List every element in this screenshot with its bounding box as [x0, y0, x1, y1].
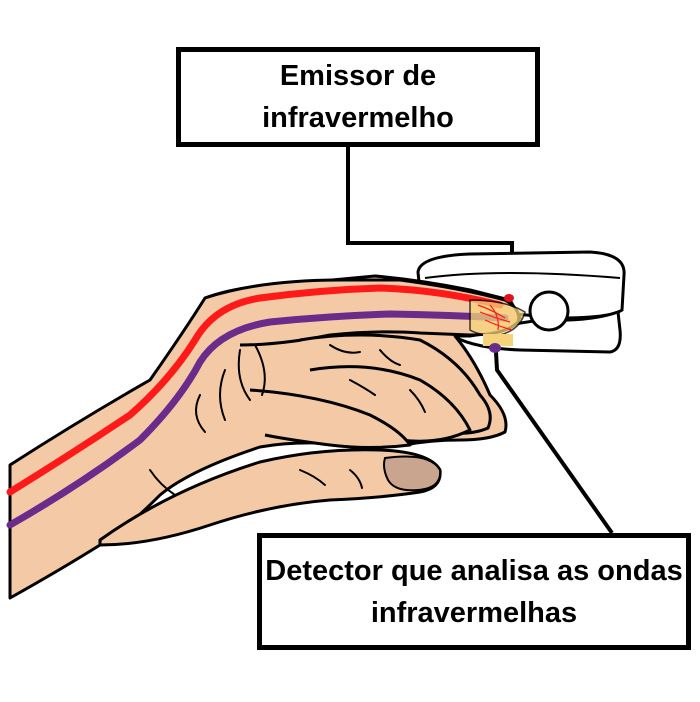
pinky-finger: [249, 388, 412, 449]
oximeter-upper-line: [424, 272, 621, 279]
oximeter-hinge-circle: [528, 290, 570, 332]
emitter-label-box: Emissor de infravermelho: [176, 47, 540, 147]
detector-label: Detector que analisa as ondas infraverme…: [265, 554, 683, 629]
artery-line: [6, 284, 504, 496]
vein-line: [6, 310, 509, 529]
thumb-nail: [383, 455, 442, 492]
capillaries: [477, 304, 513, 331]
detector-pad: [483, 334, 513, 346]
emitter-label: Emissor de infravermelho: [262, 60, 454, 134]
detector-label-box: Detector que analisa as ondas infraverme…: [257, 533, 691, 650]
detector-leader-line: [494, 351, 614, 535]
emitter-dot: [504, 294, 514, 302]
detector-dot: [489, 343, 501, 353]
skin-creases: [149, 344, 426, 496]
